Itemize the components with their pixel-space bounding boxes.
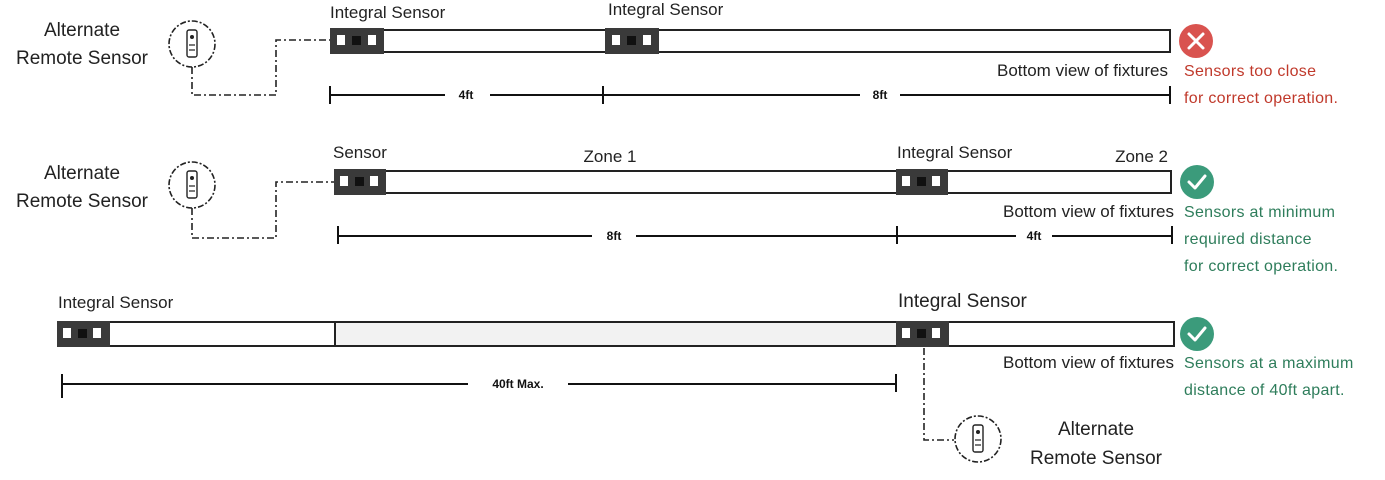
alt-remote-sensor-label-line2: Remote Sensor: [1030, 448, 1163, 469]
zone-label-1: Zone 1: [584, 147, 637, 166]
dimension-line: [329, 86, 1171, 104]
remote-sensor-icon: [954, 415, 1002, 463]
row-2: Alternate Remote Sensor Sensor Integral …: [16, 143, 1338, 275]
remote-sensor-wire: [191, 181, 336, 239]
sensor-label-1: Sensor: [333, 143, 387, 162]
x-icon: [1179, 24, 1213, 58]
sensor-label-1: Integral Sensor: [330, 3, 446, 22]
zone-label-2: Zone 2: [1115, 147, 1168, 166]
row-1: Alternate Remote Sensor Integral Sensor …: [16, 0, 1338, 107]
dim-label-2: 8ft: [873, 88, 888, 102]
status-line-2: distance of 40ft apart.: [1184, 382, 1345, 399]
integral-sensor-2: [605, 28, 659, 54]
alt-remote-sensor-label-line1: Alternate: [1058, 419, 1134, 440]
status-line-2: required distance: [1184, 231, 1312, 248]
bottom-view-caption: Bottom view of fixtures: [1003, 353, 1174, 372]
sensor-label-2: Integral Sensor: [898, 291, 1028, 312]
check-icon: [1180, 317, 1214, 351]
integral-sensor-1: [334, 169, 386, 195]
dim-label-1: 40ft Max.: [492, 377, 543, 391]
alt-remote-sensor-label-line2: Remote Sensor: [16, 48, 149, 69]
sensor-label-2: Integral Sensor: [608, 0, 724, 19]
fixture-bar: [335, 170, 1172, 194]
remote-sensor-icon: [168, 20, 216, 68]
dimension-line: [337, 226, 1173, 244]
remote-sensor-wire: [923, 348, 954, 441]
bottom-view-caption: Bottom view of fixtures: [997, 61, 1168, 80]
alt-remote-sensor-label-line1: Alternate: [44, 163, 120, 184]
dim-label-1: 8ft: [607, 229, 622, 243]
dim-label-2: 4ft: [1027, 229, 1042, 243]
remote-sensor-icon: [168, 161, 216, 209]
integral-sensor-1: [330, 28, 384, 54]
alt-remote-sensor-label-line1: Alternate: [44, 20, 120, 41]
dim-label-1: 4ft: [459, 88, 474, 102]
row-3: Integral Sensor Integral Sensor Bottom v…: [57, 291, 1354, 469]
alt-remote-sensor-label-line2: Remote Sensor: [16, 191, 149, 212]
integral-sensor-2: [896, 169, 948, 195]
remote-sensor-wire: [191, 39, 332, 96]
status-line-3: for correct operation.: [1184, 258, 1338, 275]
status-line-1: Sensors at minimum: [1184, 204, 1335, 221]
check-icon: [1180, 165, 1214, 199]
fixture-bar: [331, 29, 1171, 53]
sensor-label-2: Integral Sensor: [897, 143, 1013, 162]
status-line-2: for correct operation.: [1184, 90, 1338, 107]
fixture-bar-2: [334, 321, 898, 347]
bottom-view-caption: Bottom view of fixtures: [1003, 202, 1174, 221]
status-line-1: Sensors at a maximum: [1184, 355, 1354, 372]
integral-sensor-1: [57, 321, 110, 347]
status-line-1: Sensors too close: [1184, 63, 1316, 80]
sensor-label-1: Integral Sensor: [58, 293, 174, 312]
integral-sensor-2: [896, 321, 949, 347]
dimension-line: [61, 374, 897, 398]
